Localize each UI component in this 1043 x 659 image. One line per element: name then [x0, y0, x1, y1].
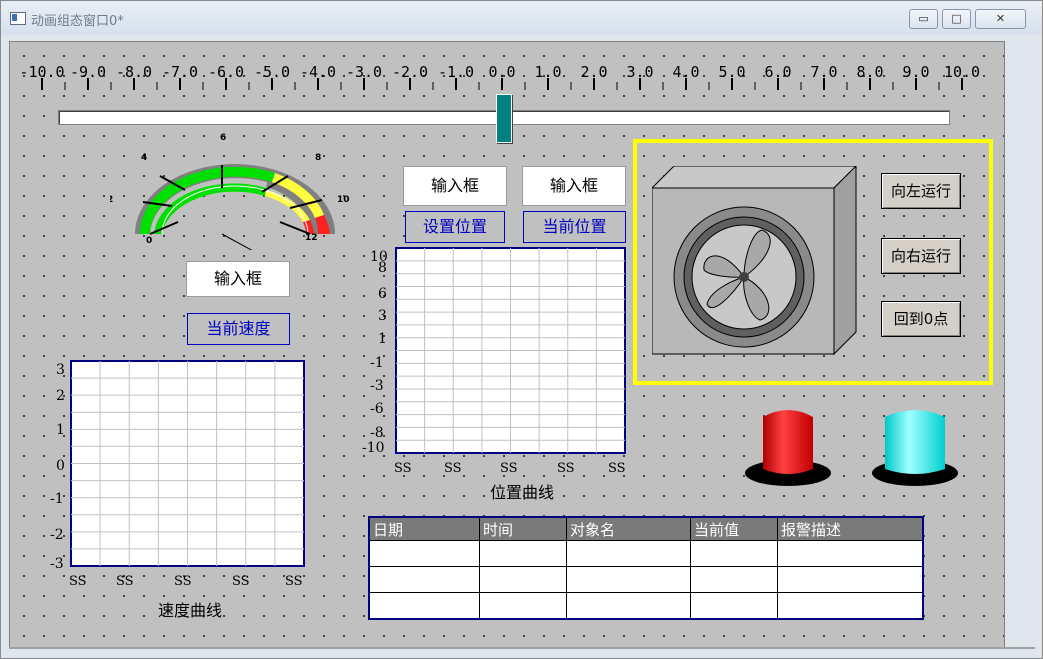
gauge-tick-12: 12	[305, 233, 318, 243]
ruler-label: 4.0	[672, 63, 699, 81]
slider-thumb[interactable]	[496, 94, 512, 143]
speed-gauge: 0 2 4 6 8 10 12	[110, 133, 350, 250]
position-ruler: -10.0 -9.0 -8.0 -7.0 -6.0 -5.0 -4.0 -3.0 -2.0 -1.…	[19, 63, 980, 90]
ruler-label: 2.0	[580, 63, 607, 81]
speed-y-neg3: -3	[50, 556, 64, 572]
ruler-label: 6.0	[764, 63, 791, 81]
close-button[interactable]: ✕	[975, 9, 1026, 29]
alarm-table-header: 日期 时间 对象名 当前值 报警描述	[369, 517, 924, 541]
speed-x-5: SS	[285, 574, 303, 589]
window-icon	[10, 12, 26, 25]
speed-chart: 3 2 1 0 -1 -2 -3 SS SS SS SS SS 速度曲线	[50, 360, 305, 620]
col-object: 对象名	[566, 517, 691, 541]
ruler-label: -3.0	[346, 63, 382, 81]
gauge-tick-8: 8	[315, 153, 321, 163]
gauge-tick-4: 4	[141, 153, 147, 163]
ruler-label: 7.0	[810, 63, 837, 81]
speed-y-0: 0	[56, 458, 65, 474]
ruler-label: 5.0	[718, 63, 745, 81]
position-chart: 10 8 6 3 1 -1 -3 -6 -8 -10 SS SS SS SS S…	[362, 247, 626, 502]
set-position-label: 设置位置	[405, 211, 505, 243]
ruler-label: -9.0	[70, 63, 106, 81]
pos-x-1: SS	[394, 461, 412, 476]
ruler-label: 0.0	[488, 63, 515, 81]
speed-x-1: SS	[69, 574, 87, 589]
speed-y-neg1: -1	[50, 491, 64, 507]
col-date: 日期	[369, 517, 480, 541]
ruler-label: -5.0	[254, 63, 290, 81]
current-position-label: 当前位置	[523, 211, 626, 243]
pos-x-4: SS	[557, 461, 575, 476]
pos-y-neg10: -10	[362, 440, 385, 456]
speed-x-2: SS	[116, 574, 134, 589]
table-row[interactable]	[369, 592, 924, 619]
minimize-button[interactable]: ▭	[909, 9, 938, 29]
pos-x-5: SS	[608, 461, 626, 476]
table-row[interactable]	[369, 566, 924, 593]
move-right-button[interactable]: 向右运行	[881, 238, 961, 274]
gauge-tick-0: 0	[146, 236, 152, 246]
gauge-tick-2: 2	[110, 195, 113, 205]
ruler-label: 8.0	[856, 63, 883, 81]
title-bar: 动画组态窗口0* ▭ □ ✕	[1, 1, 1042, 35]
speed-x-3: SS	[174, 574, 192, 589]
window-title: 动画组态窗口0*	[31, 14, 124, 29]
ruler-label: -10.0	[19, 63, 64, 81]
speed-chart-title: 速度曲线	[158, 601, 222, 620]
fan-control-panel	[633, 139, 993, 385]
maximize-button[interactable]: □	[942, 9, 971, 29]
col-value: 当前值	[690, 517, 778, 541]
speed-y-neg2: -2	[50, 527, 64, 543]
col-time: 时间	[479, 517, 567, 541]
design-canvas[interactable]: -10.0-9.0-8.0-7.0-6.0-5.0-4.0-3.0-2.0-1.…	[9, 41, 1005, 648]
ruler-label: -4.0	[300, 63, 336, 81]
position-current-input-field[interactable]: 输入框	[522, 166, 626, 206]
pos-x-2: SS	[444, 461, 462, 476]
ruler-label: -1.0	[438, 63, 474, 81]
pos-y-6: 6	[378, 286, 387, 302]
speed-y-3: 3	[56, 362, 65, 378]
red-lamp-icon	[745, 410, 831, 486]
alarm-table: 日期 时间 对象名 当前值 报警描述	[368, 516, 924, 620]
gauge-tick-10: 10	[337, 195, 350, 205]
speed-input-field[interactable]: 输入框	[186, 261, 290, 297]
canvas-bottom-edge	[9, 647, 1035, 649]
ruler-label: 9.0	[902, 63, 929, 81]
col-description: 报警描述	[777, 517, 924, 541]
pos-y-neg1: -1	[370, 355, 384, 371]
table-row[interactable]	[369, 540, 924, 567]
ruler-label: -8.0	[116, 63, 152, 81]
ruler-label: -6.0	[208, 63, 244, 81]
cyan-lamp-icon	[872, 410, 958, 486]
ruler-label: -2.0	[392, 63, 428, 81]
fan-icon	[652, 166, 857, 356]
position-input-field[interactable]: 输入框	[403, 166, 507, 206]
current-speed-label: 当前速度	[187, 313, 290, 345]
move-left-button[interactable]: 向左运行	[881, 173, 961, 209]
pos-y-neg3: -3	[370, 378, 384, 394]
speed-y-1: 1	[56, 422, 65, 438]
pos-y-1: 1	[378, 331, 387, 347]
position-chart-title: 位置曲线	[490, 483, 554, 502]
return-zero-button[interactable]: 回到0点	[881, 301, 961, 337]
pos-y-neg8: -8	[370, 425, 384, 441]
pos-x-3: SS	[500, 461, 518, 476]
pos-y-neg6: -6	[370, 401, 384, 417]
speed-y-2: 2	[56, 388, 65, 404]
ruler-label: 3.0	[626, 63, 653, 81]
pos-y-3: 3	[378, 308, 387, 324]
pos-y-10: 10	[370, 249, 388, 265]
ruler-label: -7.0	[162, 63, 198, 81]
ruler-label: 10.0	[944, 63, 980, 81]
pos-y-8: 8	[378, 260, 387, 276]
gauge-tick-6: 6	[220, 133, 226, 143]
speed-x-4: SS	[232, 574, 250, 589]
ruler-label: 1.0	[534, 63, 561, 81]
